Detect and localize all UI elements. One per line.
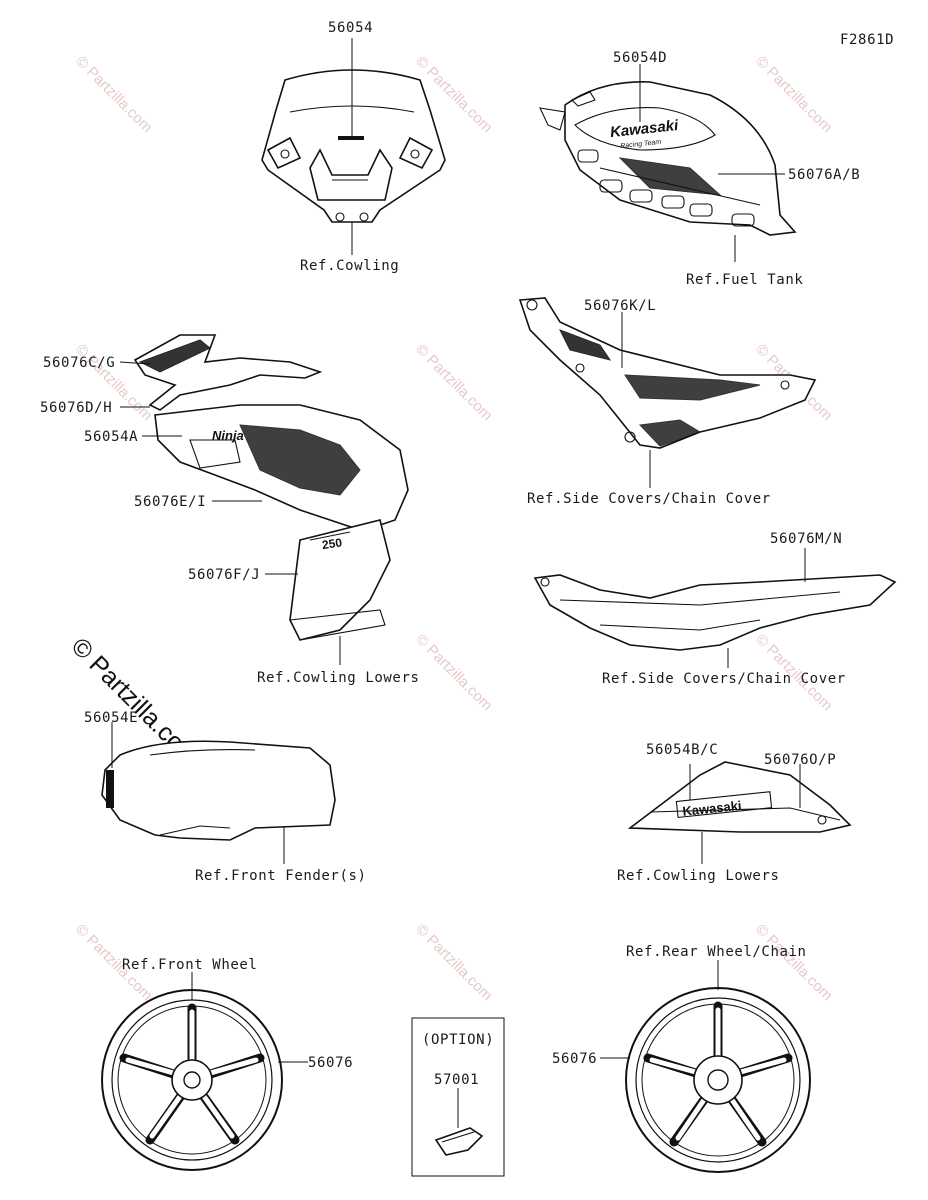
fairing-illustration: Ninja 250 [133, 334, 409, 641]
fairing-displacement-decal: 250 [321, 535, 343, 552]
ref-cowling-lowers-1: Ref.Cowling Lowers [257, 670, 420, 686]
side-cover-illustration [518, 297, 817, 449]
rear-wheel-illustration [625, 987, 811, 1173]
callout-lower-b: 56054B/C [646, 742, 718, 758]
callout-windscreen: 56054 [328, 20, 373, 36]
watermark: © Partzilla.com [412, 921, 495, 1004]
callout-lower-o: 56076O/P [764, 752, 836, 768]
callout-front-wheel: 56076 [308, 1055, 353, 1071]
tail-section-illustration [533, 574, 897, 651]
callout-cowl-c: 56076C/G [43, 355, 115, 371]
callout-fuel-tank-stripe: 56076A/B [788, 167, 860, 183]
callout-fender: 56054E [84, 710, 138, 726]
ref-front-fender: Ref.Front Fender(s) [195, 868, 367, 884]
ref-cowling-lowers-2: Ref.Cowling Lowers [617, 868, 780, 884]
callout-rear-wheel: 56076 [552, 1051, 597, 1067]
fuel-tank-illustration: Kawasaki Racing Team [539, 81, 797, 236]
callout-fuel-tank: 56054D [613, 50, 667, 66]
option-box [411, 1017, 505, 1177]
watermark: © Partzilla.com [412, 631, 495, 714]
fairing-model-decal: Ninja [212, 428, 244, 443]
callout-option-part: 57001 [434, 1072, 479, 1088]
cowling-lower-illustration: Kawasaki [627, 761, 852, 833]
ref-side-covers-2: Ref.Side Covers/Chain Cover [602, 671, 846, 687]
front-wheel-illustration [101, 989, 283, 1171]
front-fender-illustration [101, 740, 336, 841]
callout-side-cover: 56076K/L [584, 298, 656, 314]
ref-fuel-tank: Ref.Fuel Tank [686, 272, 803, 288]
watermark: © Partzilla.com [412, 341, 495, 424]
watermark: © Partzilla.com [752, 921, 835, 1004]
option-label: (OPTION) [422, 1032, 494, 1048]
callout-cowl-d: 56076D/H [40, 400, 112, 416]
callout-tail: 56076M/N [770, 531, 842, 547]
callout-cowl-e: 56076E/I [134, 494, 206, 510]
callout-cowl-a: 56054A [84, 429, 138, 445]
ref-cowling: Ref.Cowling [300, 258, 399, 274]
tank-sub-decal: Racing Team [620, 139, 662, 150]
ref-side-covers-1: Ref.Side Covers/Chain Cover [527, 491, 771, 507]
ref-front-wheel: Ref.Front Wheel [122, 957, 257, 973]
ref-rear-wheel: Ref.Rear Wheel/Chain [626, 944, 807, 960]
figure-code: F2861D [840, 32, 894, 48]
windscreen-illustration [261, 69, 446, 223]
watermark: © Partzilla.com [752, 53, 835, 136]
watermark: © Partzilla.com [72, 53, 155, 136]
lower-brand-decal: Kawasaki [682, 798, 743, 819]
callout-cowl-f: 56076F/J [188, 567, 260, 583]
